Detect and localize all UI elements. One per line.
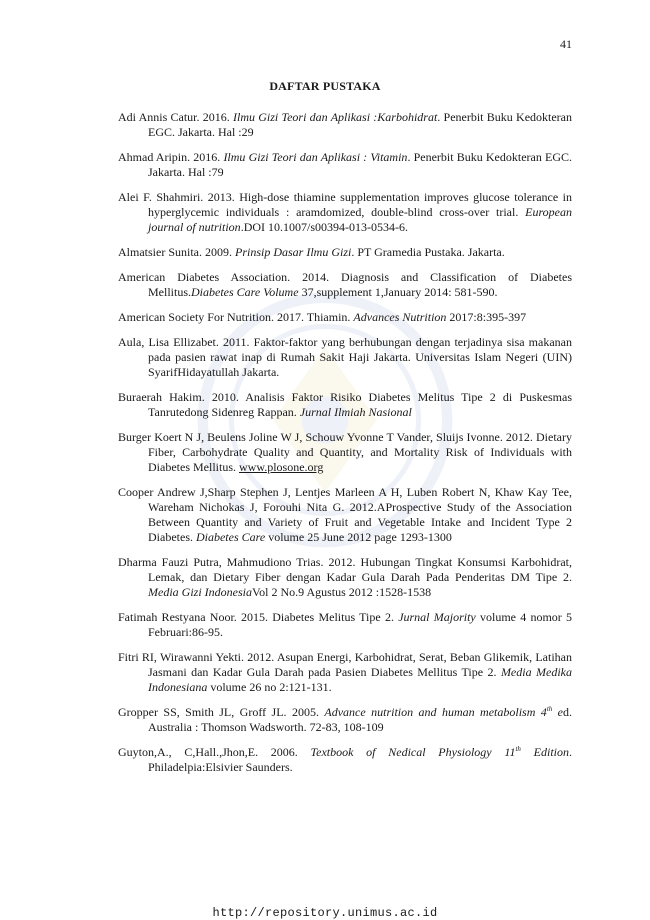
page-number: 41 bbox=[560, 37, 572, 51]
reference-text: volume 25 June 2012 page 1293-1300 bbox=[265, 530, 452, 544]
reference-entry: Aula, Lisa Ellizabet. 2011. Faktor-fakto… bbox=[118, 335, 572, 380]
reference-link[interactable]: www.plosone.org bbox=[238, 460, 324, 474]
reference-text: Prinsip Dasar Ilmu Gizi bbox=[235, 245, 352, 259]
reference-text: Ahmad Aripin. 2016. bbox=[118, 150, 224, 164]
reference-text: . Philadelpia:Elsivier Saunders. bbox=[148, 745, 572, 774]
reference-text: Burger Koert N J, Beulens Joline W J, Sc… bbox=[118, 430, 572, 474]
reference-text: . Penerbit Buku Kedokteran EGC. Jakarta.… bbox=[148, 110, 572, 139]
reference-text: .DOI 10.1007/s00394-013-0534-6. bbox=[240, 220, 409, 234]
reference-text: . Penerbit Buku Kedokteran EGC. Jakarta.… bbox=[148, 150, 572, 179]
reference-text: Cooper Andrew J,Sharp Stephen J, Lentjes… bbox=[118, 485, 572, 544]
reference-entry: American Society For Nutrition. 2017. Th… bbox=[118, 310, 572, 325]
reference-text: Almatsier Sunita. 2009. bbox=[118, 245, 235, 259]
reference-text: Buraerah Hakim. 2010. Analisis Faktor Ri… bbox=[118, 390, 572, 419]
reference-entry: Alei F. Shahmiri. 2013. High-dose thiami… bbox=[118, 190, 572, 235]
reference-text: Fatimah Restyana Noor. 2015. Diabetes Me… bbox=[118, 610, 399, 624]
reference-text: European journal of nutrition bbox=[148, 205, 572, 234]
reference-entry: Buraerah Hakim. 2010. Analisis Faktor Ri… bbox=[118, 390, 572, 420]
reference-entry: Dharma Fauzi Putra, Mahmudiono Trias. 20… bbox=[118, 555, 572, 600]
reference-text: Ilmu Gizi Teori dan Aplikasi : Vitamin bbox=[223, 150, 408, 164]
reference-text: 37,supplement 1,January 2014: 581-590. bbox=[298, 285, 498, 299]
reference-text: Vol 2 No.9 Agustus 2012 :1528-1538 bbox=[252, 585, 432, 599]
reference-text: Edition bbox=[520, 745, 569, 759]
reference-text: Alei F. Shahmiri. 2013. High-dose thiami… bbox=[118, 190, 572, 219]
reference-text: Aula, Lisa Ellizabet. 2011. Faktor-fakto… bbox=[118, 335, 572, 379]
reference-text: Jurnal Majority bbox=[398, 610, 476, 624]
reference-text: Advance nutrition and human metabolism 4 bbox=[324, 705, 547, 719]
reference-text: th bbox=[515, 745, 521, 753]
reference-entry: Cooper Andrew J,Sharp Stephen J, Lentjes… bbox=[118, 485, 572, 545]
reference-text: Guyton,A., C,Hall.,Jhon,E. 2006. bbox=[118, 745, 311, 759]
reference-list: Adi Annis Catur. 2016. Ilmu Gizi Teori d… bbox=[118, 110, 572, 785]
reference-text: Media Gizi Indonesia bbox=[148, 585, 252, 599]
reference-entry: Ahmad Aripin. 2016. Ilmu Gizi Teori dan … bbox=[118, 150, 572, 180]
reference-text: American Diabetes Association. 2014. Dia… bbox=[118, 270, 572, 299]
reference-text: Diabetes Care Volume bbox=[191, 285, 299, 299]
reference-entry: Guyton,A., C,Hall.,Jhon,E. 2006. Textboo… bbox=[118, 745, 572, 775]
reference-text: Textbook of Nedical Physiology 11 bbox=[310, 745, 516, 759]
reference-text: volume 26 no 2:121-131. bbox=[207, 680, 332, 694]
reference-entry: Adi Annis Catur. 2016. Ilmu Gizi Teori d… bbox=[118, 110, 572, 140]
reference-text: e bbox=[552, 705, 564, 719]
reference-entry: American Diabetes Association. 2014. Dia… bbox=[118, 270, 572, 300]
reference-entry: Almatsier Sunita. 2009. Prinsip Dasar Il… bbox=[118, 245, 572, 260]
reference-entry: Fatimah Restyana Noor. 2015. Diabetes Me… bbox=[118, 610, 572, 640]
reference-text: 2017:8:395-397 bbox=[446, 310, 527, 324]
reference-text: Jurnal Ilmiah Nasional bbox=[299, 405, 412, 419]
reference-text: Ilmu Gizi Teori dan Aplikasi :Karbohidra… bbox=[233, 110, 438, 124]
reference-text: Advances Nutrition bbox=[353, 310, 447, 324]
repository-url-footer: http://repository.unimus.ac.id bbox=[212, 906, 438, 920]
reference-entry: Gropper SS, Smith JL, Groff JL. 2005. Ad… bbox=[118, 705, 572, 735]
reference-text: Gropper SS, Smith JL, Groff JL. 2005. bbox=[118, 705, 325, 719]
reference-text: Adi Annis Catur. 2016. bbox=[118, 110, 234, 124]
reference-text: d. Australia : Thomson Wadsworth. 72-83,… bbox=[148, 705, 573, 734]
reference-entry: Burger Koert N J, Beulens Joline W J, Sc… bbox=[118, 430, 572, 475]
reference-text: American Society For Nutrition. 2017. Th… bbox=[118, 310, 354, 324]
reference-text: th bbox=[546, 705, 553, 713]
reference-text: Diabetes Care bbox=[195, 530, 266, 544]
page-title: DAFTAR PUSTAKA bbox=[269, 79, 381, 93]
reference-text: Dharma Fauzi Putra, Mahmudiono Trias. 20… bbox=[118, 555, 572, 584]
reference-text: Fitri RI, Wirawanni Yekti. 2012. Asupan … bbox=[118, 650, 572, 679]
reference-text: volume 4 nomor 5 Februari:86-95. bbox=[148, 610, 573, 639]
reference-text: Media Medika Indonesiana bbox=[148, 665, 573, 694]
reference-text: . PT Gramedia Pustaka. Jakarta. bbox=[351, 245, 505, 259]
reference-entry: Fitri RI, Wirawanni Yekti. 2012. Asupan … bbox=[118, 650, 572, 695]
